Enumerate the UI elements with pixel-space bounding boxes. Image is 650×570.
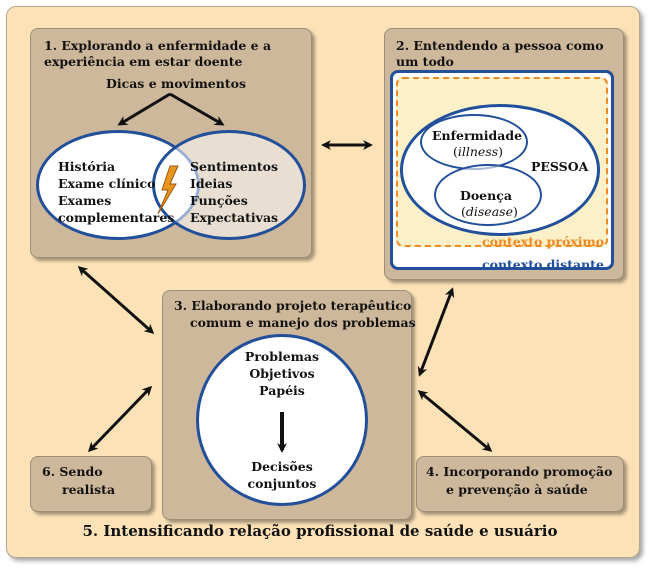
box6-line2: realista	[62, 482, 116, 497]
box3-title-line1: 3. Elaborando projeto terapêutico	[174, 298, 412, 313]
box1-title-line1: 1. Explorando a enfermidade e a	[44, 38, 272, 53]
venn-left-items: História Exame clínico Exames complement…	[58, 158, 174, 226]
arrow-box1-box3-icon	[77, 266, 155, 334]
lightning-icon	[157, 165, 179, 215]
pessoa-label: PESSOA	[531, 159, 589, 174]
arrow-box3-box6-icon	[87, 385, 153, 453]
dicas-arrow-right-icon	[169, 92, 225, 126]
venn-left-item: complementares	[58, 210, 175, 225]
venn-left-item: Exame clínico	[58, 176, 156, 191]
box4-line1: 4. Incorporando promoção	[426, 464, 613, 479]
venn-left-item: História	[58, 159, 116, 174]
box4-line2: e prevenção à saúde	[446, 482, 588, 497]
doenca-label: Doença	[460, 188, 512, 203]
venn-right-item: Funções	[190, 193, 248, 208]
box1-title-line2: experiência em estar doente	[44, 54, 243, 69]
venn-left-item: Exames	[58, 193, 112, 208]
venn-circle-right	[152, 130, 306, 240]
box1-subtitle: Dicas e movimentos	[106, 76, 246, 91]
doenca-circle	[434, 164, 542, 226]
venn-right-item: Expectativas	[190, 210, 279, 225]
box2-title-line1: 2. Entendendo a pessoa como	[396, 38, 604, 53]
box6-line1: 6. Sendo	[42, 464, 103, 479]
dicas-arrow-left-icon	[117, 92, 171, 126]
arrow-box2-box3-icon	[417, 287, 455, 377]
illness-term: illness	[457, 144, 499, 159]
box3-title-line2: comum e manejo dos problemas	[190, 315, 416, 330]
box2-title-line2: um todo	[396, 54, 454, 69]
illness-label: (illness)	[453, 144, 504, 159]
decisoes-line2: conjuntos	[247, 476, 317, 491]
projeto-item: Papéis	[259, 383, 305, 398]
venn-right-items: Sentimentos Ideias Funções Expectativas	[190, 158, 278, 226]
disease-label: (disease)	[461, 204, 518, 219]
venn-right-item: Ideias	[190, 176, 233, 191]
decisoes-line1: Decisões	[251, 459, 313, 474]
projeto-items: Problemas Objetivos Papéis	[196, 348, 368, 399]
arrow-box3-box4-icon	[417, 390, 493, 452]
enfermidade-label: Enfermidade	[432, 128, 523, 143]
venn-right-item: Sentimentos	[190, 159, 279, 174]
box-promocao-prevencao	[416, 456, 624, 512]
projeto-item: Objetivos	[249, 366, 315, 381]
footer-title: 5. Intensificando relação profissional d…	[82, 522, 558, 540]
contexto-proximo-label: contexto próximo	[482, 234, 605, 249]
projeto-item: Problemas	[244, 349, 320, 364]
decisoes-label: Decisões conjuntos	[196, 458, 368, 492]
box-sendo-realista	[30, 456, 152, 512]
disease-term: disease	[465, 204, 513, 219]
contexto-distante-label: contexto distante	[482, 257, 604, 272]
